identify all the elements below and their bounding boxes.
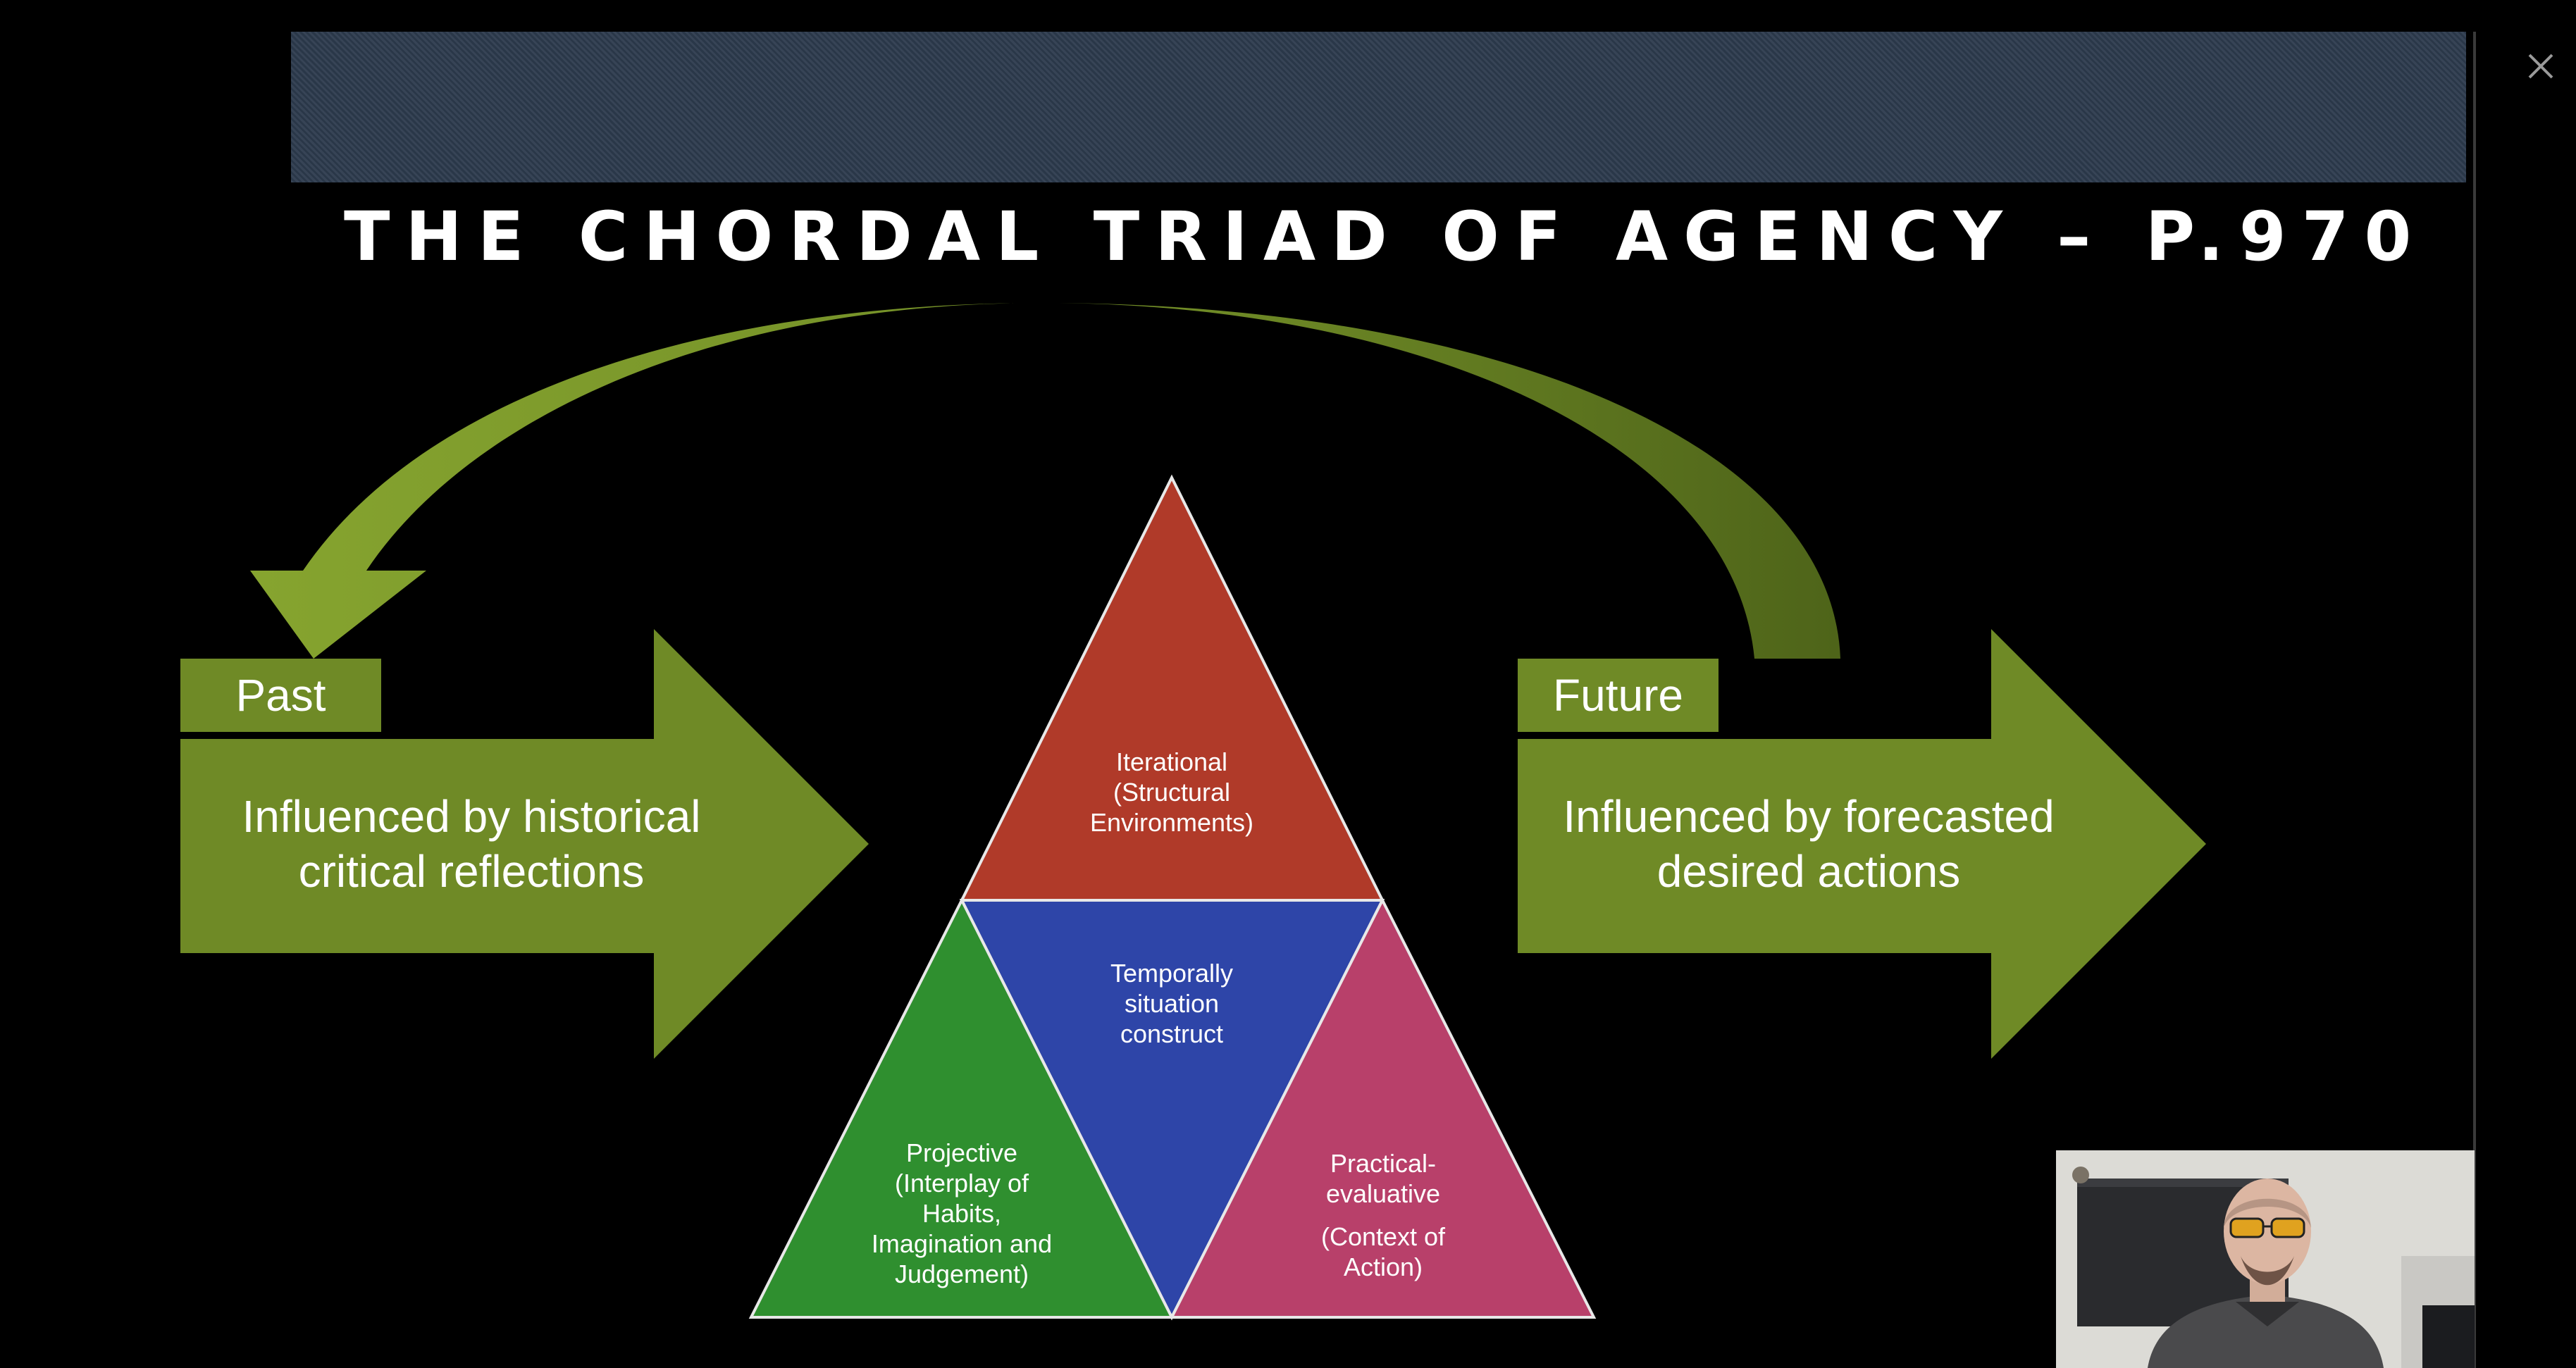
presenter-image [2056, 1150, 2475, 1368]
close-icon [2528, 54, 2553, 79]
past-arrow [180, 629, 869, 1059]
past-tag: Past [180, 659, 381, 732]
future-arrow [1518, 629, 2206, 1059]
past-line-2: critical reflections [298, 846, 645, 897]
future-tag: Future [1518, 659, 1719, 732]
future-description: Influenced by forecasted desired actions [1518, 789, 2100, 899]
triangle-top-label: Iterational (Structural Environments) [1089, 747, 1254, 837]
triangle-center-label: Temporally situation construct [1110, 959, 1234, 1048]
slide-header-banner [291, 32, 2466, 182]
past-description: Influenced by historical critical reflec… [180, 789, 762, 899]
future-line-2: desired actions [1657, 846, 1961, 897]
triangle-right-label: Practical- evaluative (Context of Action… [1320, 1149, 1446, 1281]
future-line-1: Influenced by forecasted [1563, 791, 2055, 842]
panel-divider [2473, 32, 2476, 1368]
past-line-1: Influenced by historical [242, 791, 701, 842]
close-button[interactable] [2518, 44, 2563, 89]
triangle-left-projective [748, 897, 1175, 1319]
presenter-video[interactable] [2056, 1150, 2475, 1368]
triangle-left-label: Projective (Interplay of Habits, Imagina… [871, 1138, 1053, 1288]
triangle-right-practical [1169, 897, 1597, 1319]
slide-title: THE CHORDAL TRIAD OF AGENCY – P.970 [344, 197, 2427, 276]
